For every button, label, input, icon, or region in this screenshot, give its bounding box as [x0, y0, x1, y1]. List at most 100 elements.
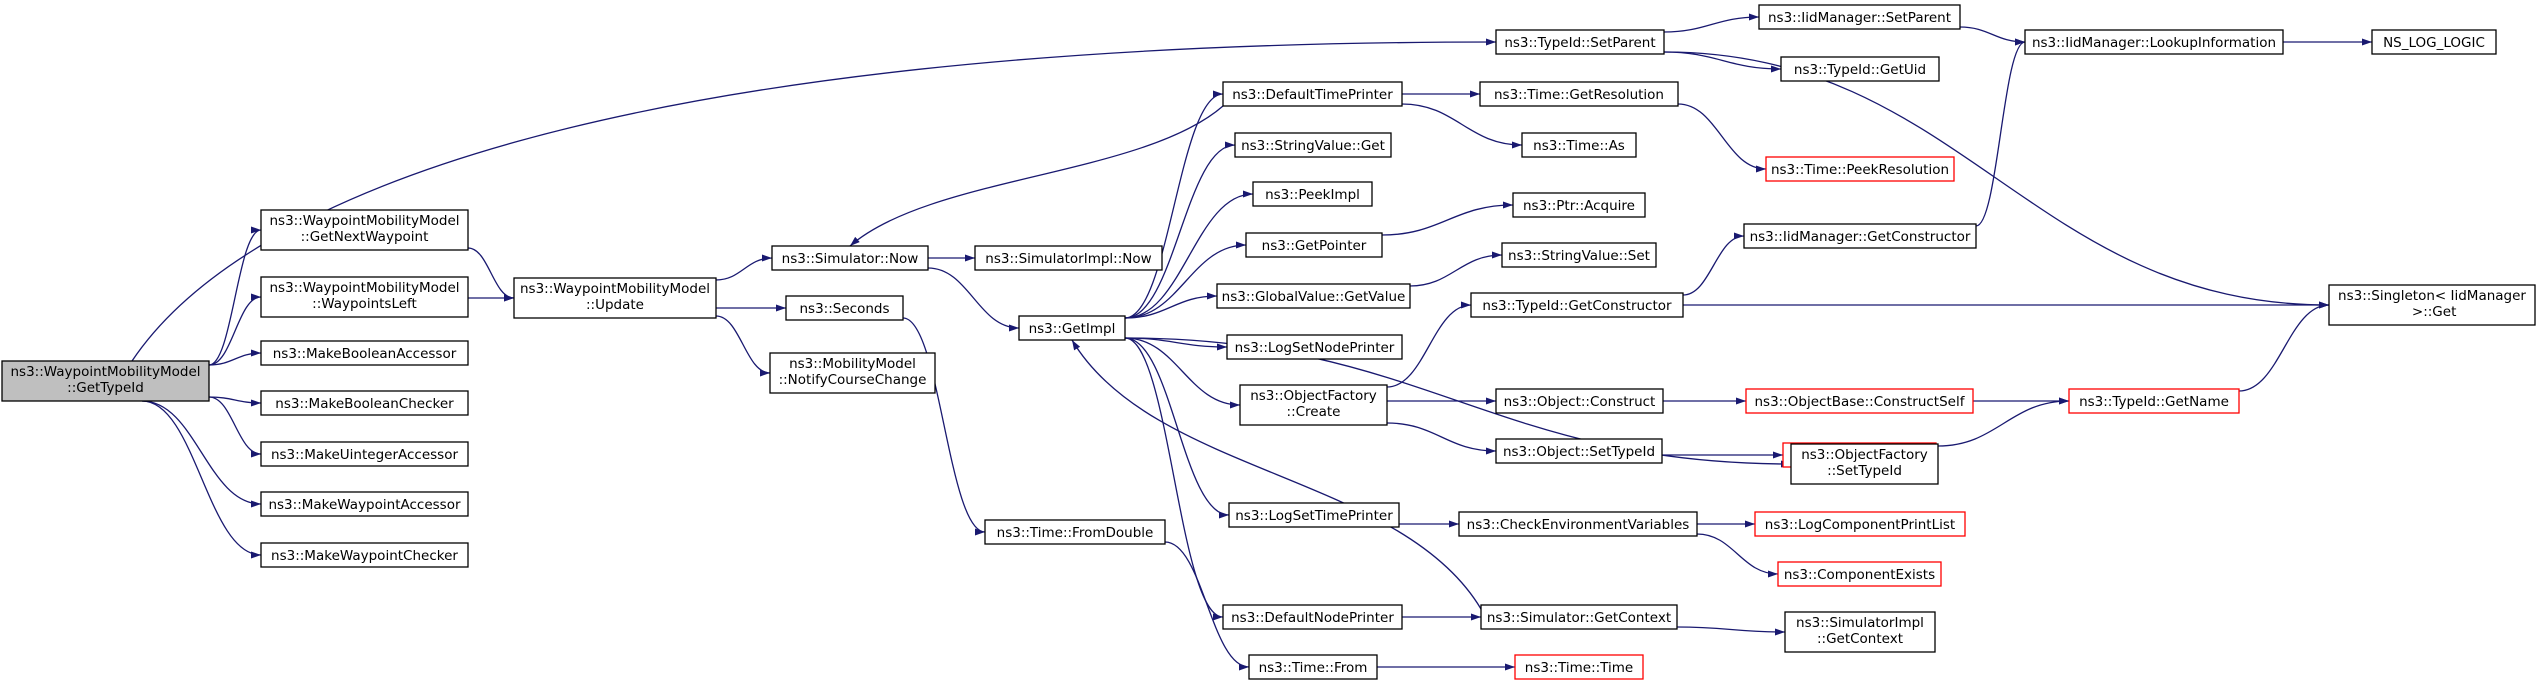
node-waypoints-left[interactable]: ns3::WaypointMobilityModel::WaypointsLef… — [260, 276, 469, 318]
node-label: ns3::TypeId::GetUid — [1794, 62, 1926, 78]
node-box — [1495, 438, 1663, 464]
node-log-component-print-list[interactable]: ns3::LogComponentPrintList — [1754, 511, 1966, 537]
node-default-time-printer[interactable]: ns3::DefaultTimePrinter — [1222, 81, 1403, 107]
node-object-set-type-id[interactable]: ns3::Object::SetTypeId — [1495, 438, 1663, 464]
node-iid-get-constructor[interactable]: ns3::IidManager::GetConstructor — [1743, 223, 1977, 249]
node-iid-lookup-information[interactable]: ns3::IidManager::LookupInformation — [2024, 29, 2284, 55]
node-label: ns3::StringValue::Set — [1508, 248, 1650, 264]
node-object-factory-create[interactable]: ns3::ObjectFactory::Create — [1239, 384, 1388, 426]
edge-get-impl-to-object-factory-create — [1124, 337, 1241, 409]
node-box — [1245, 232, 1383, 258]
node-label: ns3::Time::As — [1533, 138, 1625, 154]
node-time-time[interactable]: ns3::Time::Time — [1514, 654, 1644, 680]
node-object-base-construct-self[interactable]: ns3::ObjectBase::ConstructSelf — [1745, 388, 1974, 414]
edge-get-impl-to-log-set-time-printer — [1124, 337, 1230, 519]
node-label: ns3::ObjectBase::ConstructSelf — [1755, 394, 1966, 410]
node-ns-log-logic[interactable]: NS_LOG_LOGIC — [2371, 29, 2497, 55]
node-time-as[interactable]: ns3::Time::As — [1521, 132, 1637, 158]
node-time-from-double[interactable]: ns3::Time::FromDouble — [984, 519, 1166, 545]
node-label: ns3::WaypointMobilityModel::GetTypeId — [11, 364, 201, 396]
function-nodes: ns3::WaypointMobilityModel::GetTypeIdns3… — [1, 4, 2536, 680]
edge-root-to-type-id-set-parent — [131, 38, 1497, 362]
node-component-exists[interactable]: ns3::ComponentExists — [1777, 561, 1942, 587]
node-simulator-get-context[interactable]: ns3::Simulator::GetContext — [1480, 604, 1678, 630]
node-ptr-acquire[interactable]: ns3::Ptr::Acquire — [1512, 192, 1646, 218]
node-label: ns3::Time::Time — [1525, 660, 1633, 676]
node-make-waypoint-accessor[interactable]: ns3::MakeWaypointAccessor — [260, 491, 469, 517]
node-box — [1512, 192, 1646, 218]
node-type-id-set-parent[interactable]: ns3::TypeId::SetParent — [1495, 29, 1665, 55]
node-time-get-resolution[interactable]: ns3::Time::GetResolution — [1479, 81, 1679, 107]
node-type-id-get-name[interactable]: ns3::TypeId::GetName — [2068, 388, 2240, 414]
node-root[interactable]: ns3::WaypointMobilityModel::GetTypeId — [1, 360, 210, 402]
node-type-id-get-uid[interactable]: ns3::TypeId::GetUid — [1780, 56, 1940, 82]
edge-object-factory-set-type-id-to-type-id-get-name — [1937, 397, 2070, 447]
node-seconds[interactable]: ns3::Seconds — [785, 295, 904, 321]
node-box — [1228, 502, 1400, 528]
node-make-uinteger-accessor[interactable]: ns3::MakeUintegerAccessor — [260, 441, 469, 467]
node-label: ns3::MakeBooleanAccessor — [273, 346, 457, 362]
edge-default-time-printer-to-time-as — [1401, 103, 1523, 149]
node-time-from[interactable]: ns3::Time::From — [1248, 654, 1378, 680]
edge-get-impl-to-default-node-printer — [1124, 337, 1224, 621]
node-box — [1521, 132, 1637, 158]
node-simulator-now[interactable]: ns3::Simulator::Now — [771, 245, 929, 271]
node-global-value-get-value[interactable]: ns3::GlobalValue::GetValue — [1216, 283, 1411, 309]
node-string-value-get[interactable]: ns3::StringValue::Get — [1234, 132, 1392, 158]
node-simulator-impl-now[interactable]: ns3::SimulatorImpl::Now — [974, 245, 1163, 271]
node-label: ns3::TypeId::GetName — [2079, 394, 2229, 410]
node-log-set-node-printer[interactable]: ns3::LogSetNodePrinter — [1226, 334, 1403, 360]
edge-type-id-get-name-to-singleton-get — [2238, 301, 2330, 392]
node-box — [2068, 388, 2240, 414]
node-box — [1758, 4, 1961, 30]
edge-iid-get-constructor-to-iid-lookup-information — [1975, 38, 2026, 227]
node-box — [1745, 388, 1974, 414]
node-notify-course-change[interactable]: ns3::MobilityModel::NotifyCourseChange — [769, 352, 936, 394]
node-label: ns3::TypeId::SetParent — [1504, 35, 1655, 51]
node-peek-impl[interactable]: ns3::PeekImpl — [1252, 181, 1373, 207]
node-string-value-set[interactable]: ns3::StringValue::Set — [1501, 242, 1657, 268]
edge-root-to-get-next-waypoint — [208, 226, 262, 366]
node-check-environment-variables[interactable]: ns3::CheckEnvironmentVariables — [1458, 511, 1698, 537]
edge-default-time-printer-to-simulator-now — [849, 105, 1224, 247]
node-label: ns3::GlobalValue::GetValue — [1222, 289, 1406, 305]
node-simulator-impl-get-context[interactable]: ns3::SimulatorImpl::GetContext — [1784, 611, 1936, 653]
node-box — [1514, 654, 1644, 680]
node-get-next-waypoint[interactable]: ns3::WaypointMobilityModel::GetNextWaypo… — [260, 209, 469, 251]
node-label: ns3::PeekImpl — [1265, 187, 1360, 203]
edge-get-impl-to-string-value-get — [1124, 141, 1236, 319]
node-label: ns3::SimulatorImpl::GetContext — [1796, 615, 1924, 647]
edge-iid-set-parent-to-iid-lookup-information — [1959, 26, 2026, 46]
node-box — [1479, 81, 1679, 107]
node-object-construct[interactable]: ns3::Object::Construct — [1495, 388, 1664, 414]
node-default-node-printer[interactable]: ns3::DefaultNodePrinter — [1222, 604, 1403, 630]
node-label: ns3::MakeWaypointAccessor — [268, 497, 460, 513]
node-label: ns3::GetImpl — [1029, 321, 1116, 337]
node-box — [1780, 56, 1940, 82]
node-make-boolean-accessor[interactable]: ns3::MakeBooleanAccessor — [260, 340, 469, 366]
edge-time-from-double-to-time-from — [1164, 541, 1250, 671]
edge-simulator-now-to-get-impl — [927, 267, 1020, 332]
node-label: ns3::Object::SetTypeId — [1503, 444, 1655, 460]
node-singleton-get[interactable]: ns3::Singleton< IidManager >::Get — [2328, 284, 2536, 326]
node-log-set-time-printer[interactable]: ns3::LogSetTimePrinter — [1228, 502, 1400, 528]
node-update[interactable]: ns3::WaypointMobilityModel::Update — [513, 277, 717, 319]
node-get-impl[interactable]: ns3::GetImpl — [1018, 315, 1126, 341]
node-box — [1222, 81, 1403, 107]
node-object-factory-set-type-id[interactable]: ns3::ObjectFactory::SetTypeId — [1790, 443, 1939, 485]
node-make-waypoint-checker[interactable]: ns3::MakeWaypointChecker — [260, 542, 469, 568]
node-label: ns3::SimulatorImpl::Now — [985, 251, 1151, 267]
node-label: ns3::MakeWaypointChecker — [271, 548, 458, 564]
node-get-pointer[interactable]: ns3::GetPointer — [1245, 232, 1383, 258]
node-box — [1790, 443, 1939, 485]
node-time-peek-resolution[interactable]: ns3::Time::PeekResolution — [1765, 156, 1955, 182]
node-iid-set-parent[interactable]: ns3::IidManager::SetParent — [1758, 4, 1961, 30]
node-type-id-get-constructor[interactable]: ns3::TypeId::GetConstructor — [1470, 292, 1684, 318]
node-box — [260, 340, 469, 366]
node-box — [2371, 29, 2497, 55]
node-make-boolean-checker[interactable]: ns3::MakeBooleanChecker — [260, 390, 469, 416]
node-box — [1239, 384, 1388, 426]
edge-update-to-simulator-now — [715, 254, 773, 281]
node-label: ns3::Time::From — [1259, 660, 1368, 676]
node-box — [1, 360, 210, 402]
